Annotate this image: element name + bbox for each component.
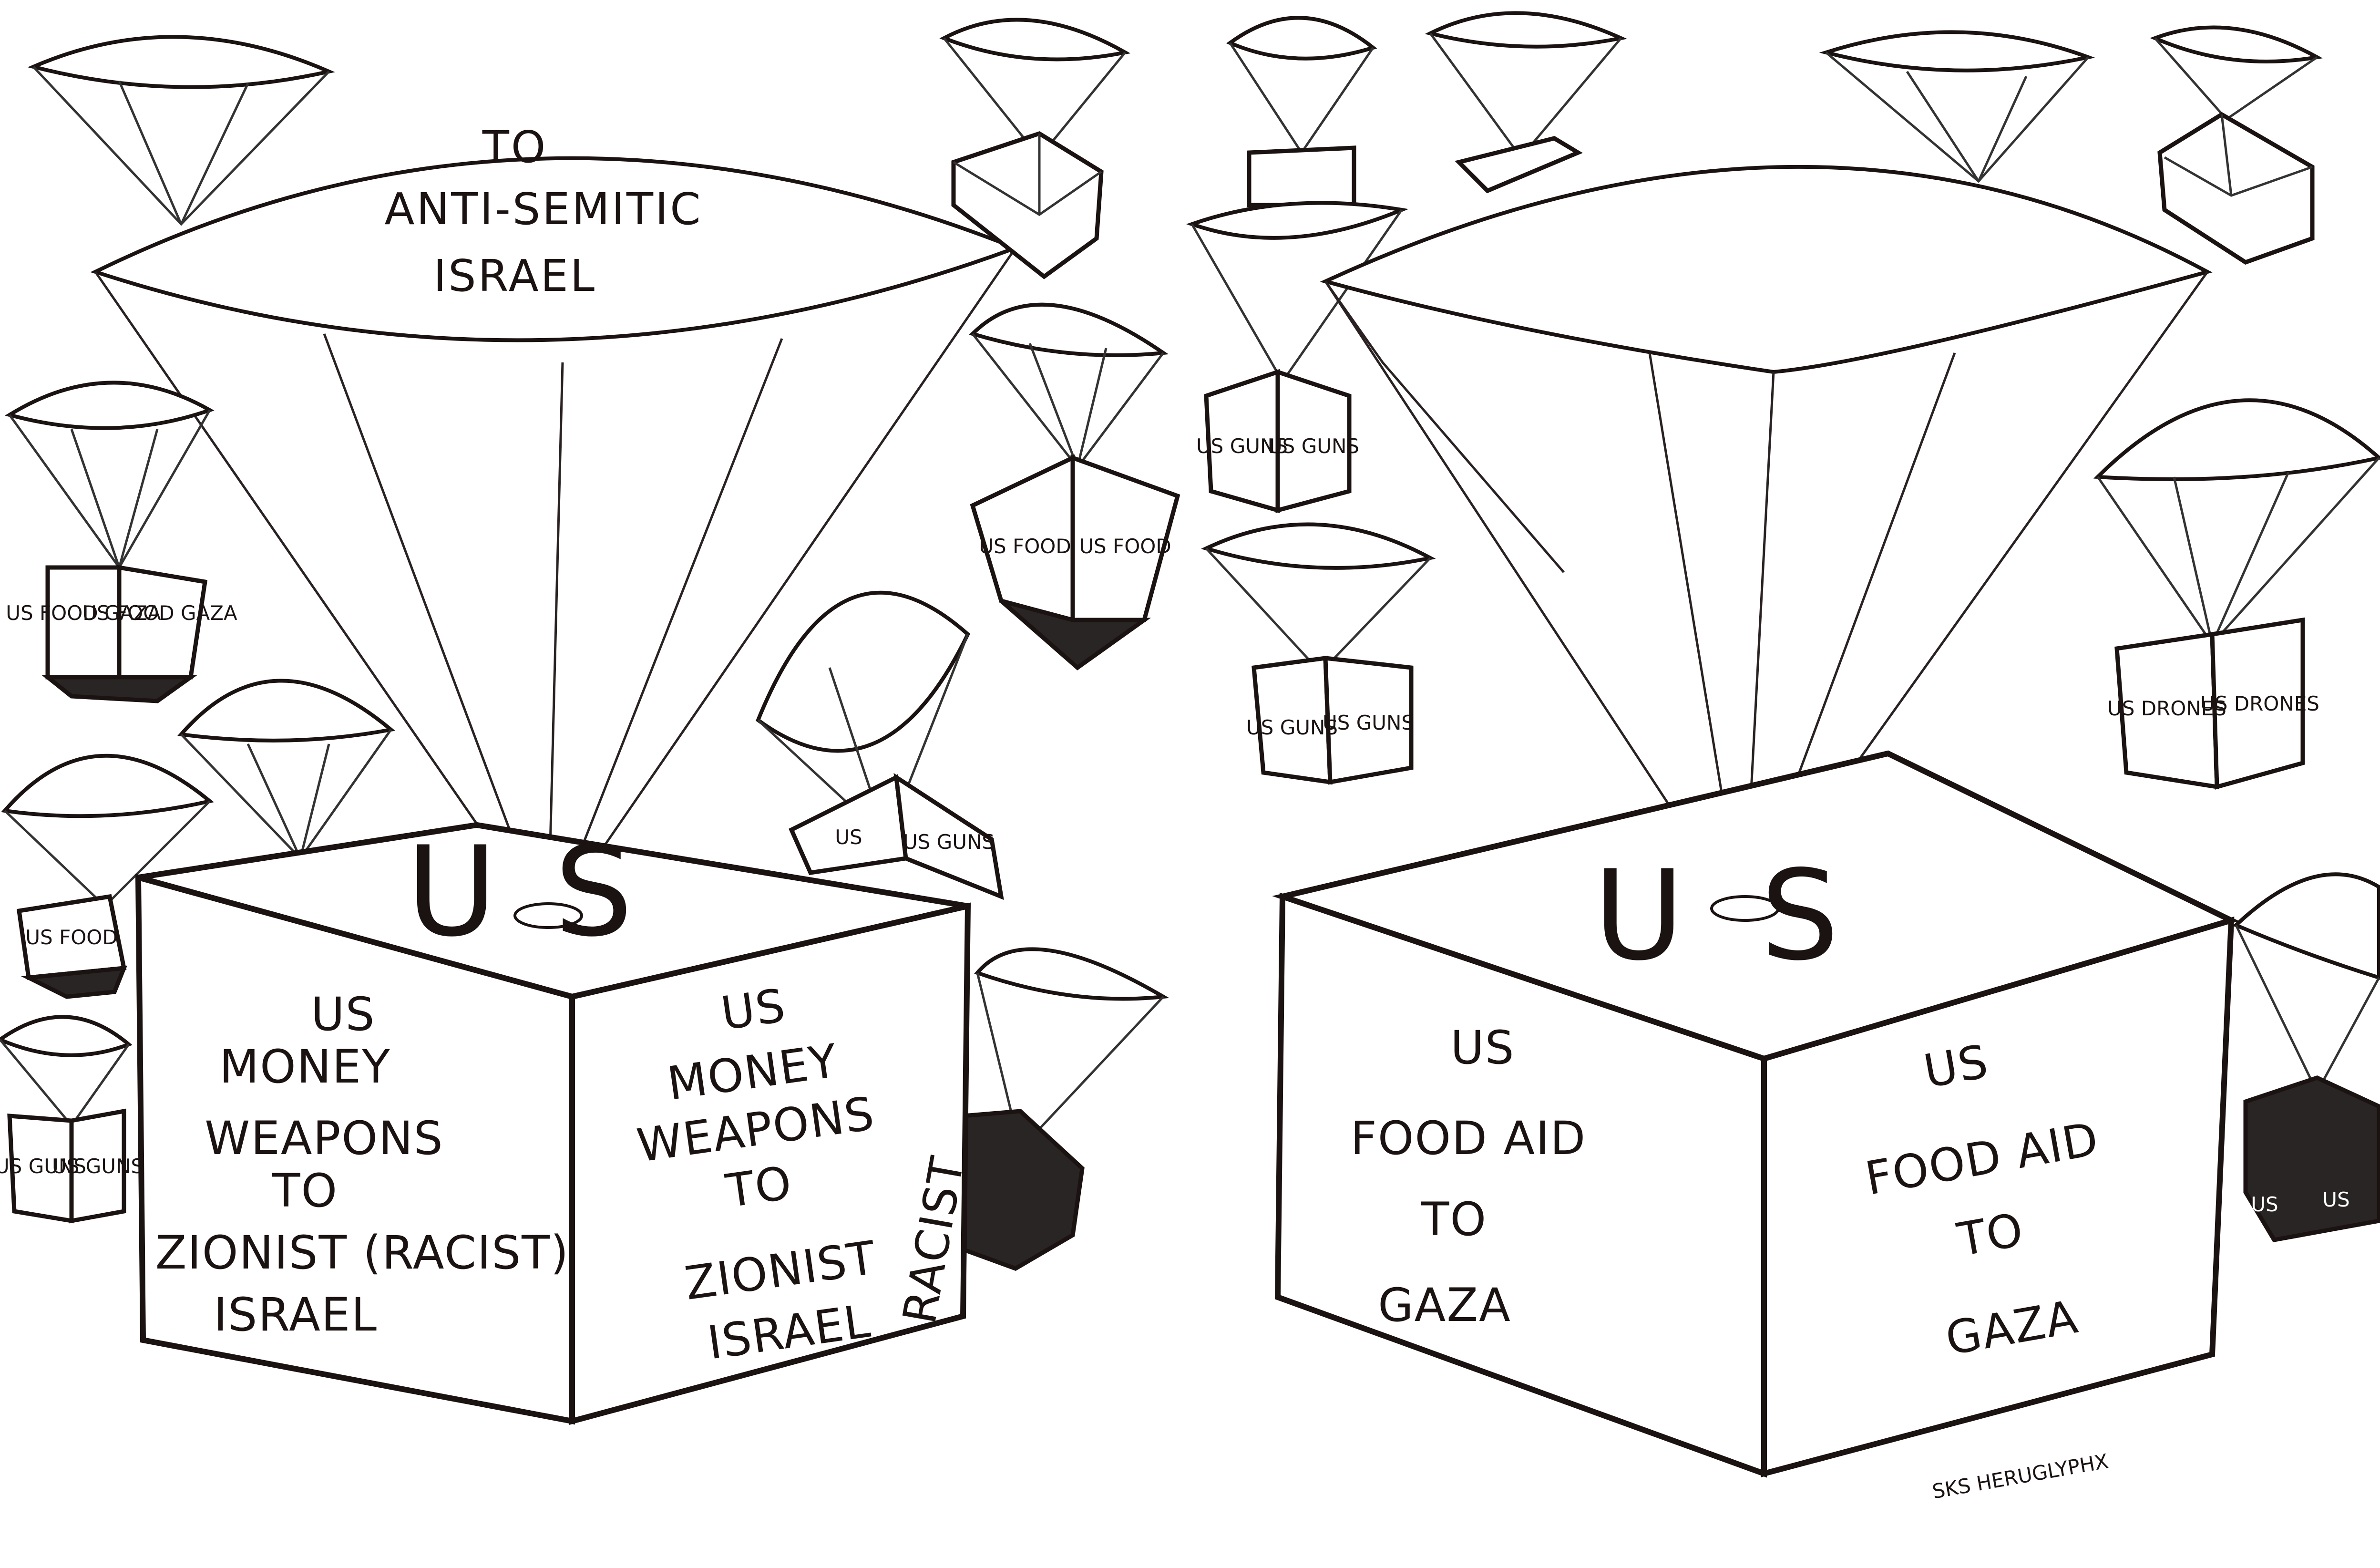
box-label: US FOOD	[1079, 535, 1171, 558]
svg-text:GAZA: GAZA	[1378, 1279, 1511, 1332]
giant-parachute-left: TO ANTI-SEMITIC ISRAEL	[90, 122, 1021, 921]
box-label: US FOOD GAZA	[6, 601, 161, 625]
box-label: US GUNS	[52, 1155, 144, 1178]
svg-text:ZIONIST (RACIST): ZIONIST (RACIST)	[155, 1226, 569, 1279]
svg-text:TO: TO	[1953, 1203, 2028, 1267]
svg-text:US: US	[718, 979, 789, 1041]
svg-text:TO: TO	[1421, 1193, 1487, 1246]
svg-text:FOOD AID: FOOD AID	[1351, 1112, 1587, 1165]
box-label: US DRONES	[2200, 692, 2319, 715]
svg-text:ISRAEL: ISRAEL	[214, 1288, 378, 1341]
box-label: US GUNS	[0, 1155, 86, 1178]
box-label: US FOOD	[979, 535, 1071, 558]
svg-text:TO: TO	[272, 1164, 338, 1217]
crate-front-text: US MONEY WEAPONS TO ZIONIST (RACIST) ISR…	[155, 988, 569, 1341]
svg-text:WEAPONS: WEAPONS	[205, 1112, 443, 1165]
crate-top-label: US	[406, 820, 690, 964]
box-label: US GUNS	[1196, 434, 1288, 458]
parachute-box-food-gaza: US FOOD GAZA US FOOD GAZA	[5, 381, 237, 703]
parachute-canopy	[177, 679, 396, 860]
canopy-caption-line-3: ISRAEL	[433, 250, 596, 301]
parachute-canopy	[27, 35, 335, 226]
box-label: US	[2251, 1193, 2278, 1216]
svg-text:US: US	[1450, 1021, 1515, 1074]
parachute-box-food: US FOOD US FOOD	[969, 302, 1180, 671]
crate-top-label: US	[1593, 844, 1915, 988]
svg-text:TO: TO	[722, 1156, 795, 1218]
box-label: US FOOD	[25, 926, 117, 949]
parachute-box	[1226, 16, 1377, 207]
box-label: US GUNS	[1268, 434, 1359, 458]
box-label: US GUNS	[903, 830, 995, 854]
box-label: US DRONES	[2107, 697, 2226, 720]
box-label: US GUNS	[1246, 716, 1338, 739]
parachute-box-food-small: US FOOD	[1, 753, 214, 999]
box-label: US	[2322, 1188, 2349, 1211]
parachute-box-guns: US GUNS US GUNS	[0, 1015, 144, 1224]
artist-signature: SKS HERUGLYPHX	[1930, 1449, 2110, 1503]
parachute-box-guns-tilted: US US GUNS	[756, 590, 1004, 900]
right-panel: US GUNS US GUNS US GUNS US GUNS US DRONE…	[1186, 11, 2380, 1503]
parachute-box-guns: US GUNS US GUNS	[1186, 201, 1409, 513]
parachute-box	[1425, 11, 1627, 194]
parachute-box	[939, 18, 1131, 279]
parachute-box	[2150, 25, 2323, 265]
box-label: US	[835, 825, 862, 849]
svg-text:US: US	[1920, 1034, 1993, 1098]
parachute-box-us: US US	[2232, 872, 2380, 1242]
box-label: US FOOD GAZA	[82, 601, 237, 625]
crate-front-text: US FOOD AID TO GAZA	[1351, 1021, 1587, 1332]
parachute-box-dark	[961, 947, 1169, 1271]
parachute-canopy	[1819, 30, 2095, 183]
big-crate-left: US US MONEY WEAPONS TO ZIONIST (RACIST) …	[135, 820, 975, 1425]
canopy-caption-line-2: ANTI-SEMITIC	[385, 184, 703, 235]
box-label: US GUNS	[1323, 711, 1414, 734]
parachute-box-guns: US GUNS US GUNS	[1200, 522, 1436, 785]
big-crate-right: US US FOOD AID TO GAZA US FOOD AID TO GA…	[1272, 750, 2239, 1478]
parachute-box-drones: US DRONES US DRONES	[2093, 398, 2380, 790]
left-panel: TO ANTI-SEMITIC ISRAEL US FOOD US FOOD	[0, 18, 1180, 1425]
svg-text:US: US	[311, 988, 375, 1041]
svg-text:MONEY: MONEY	[219, 1040, 391, 1093]
canopy-caption-line-1: TO	[482, 122, 548, 173]
